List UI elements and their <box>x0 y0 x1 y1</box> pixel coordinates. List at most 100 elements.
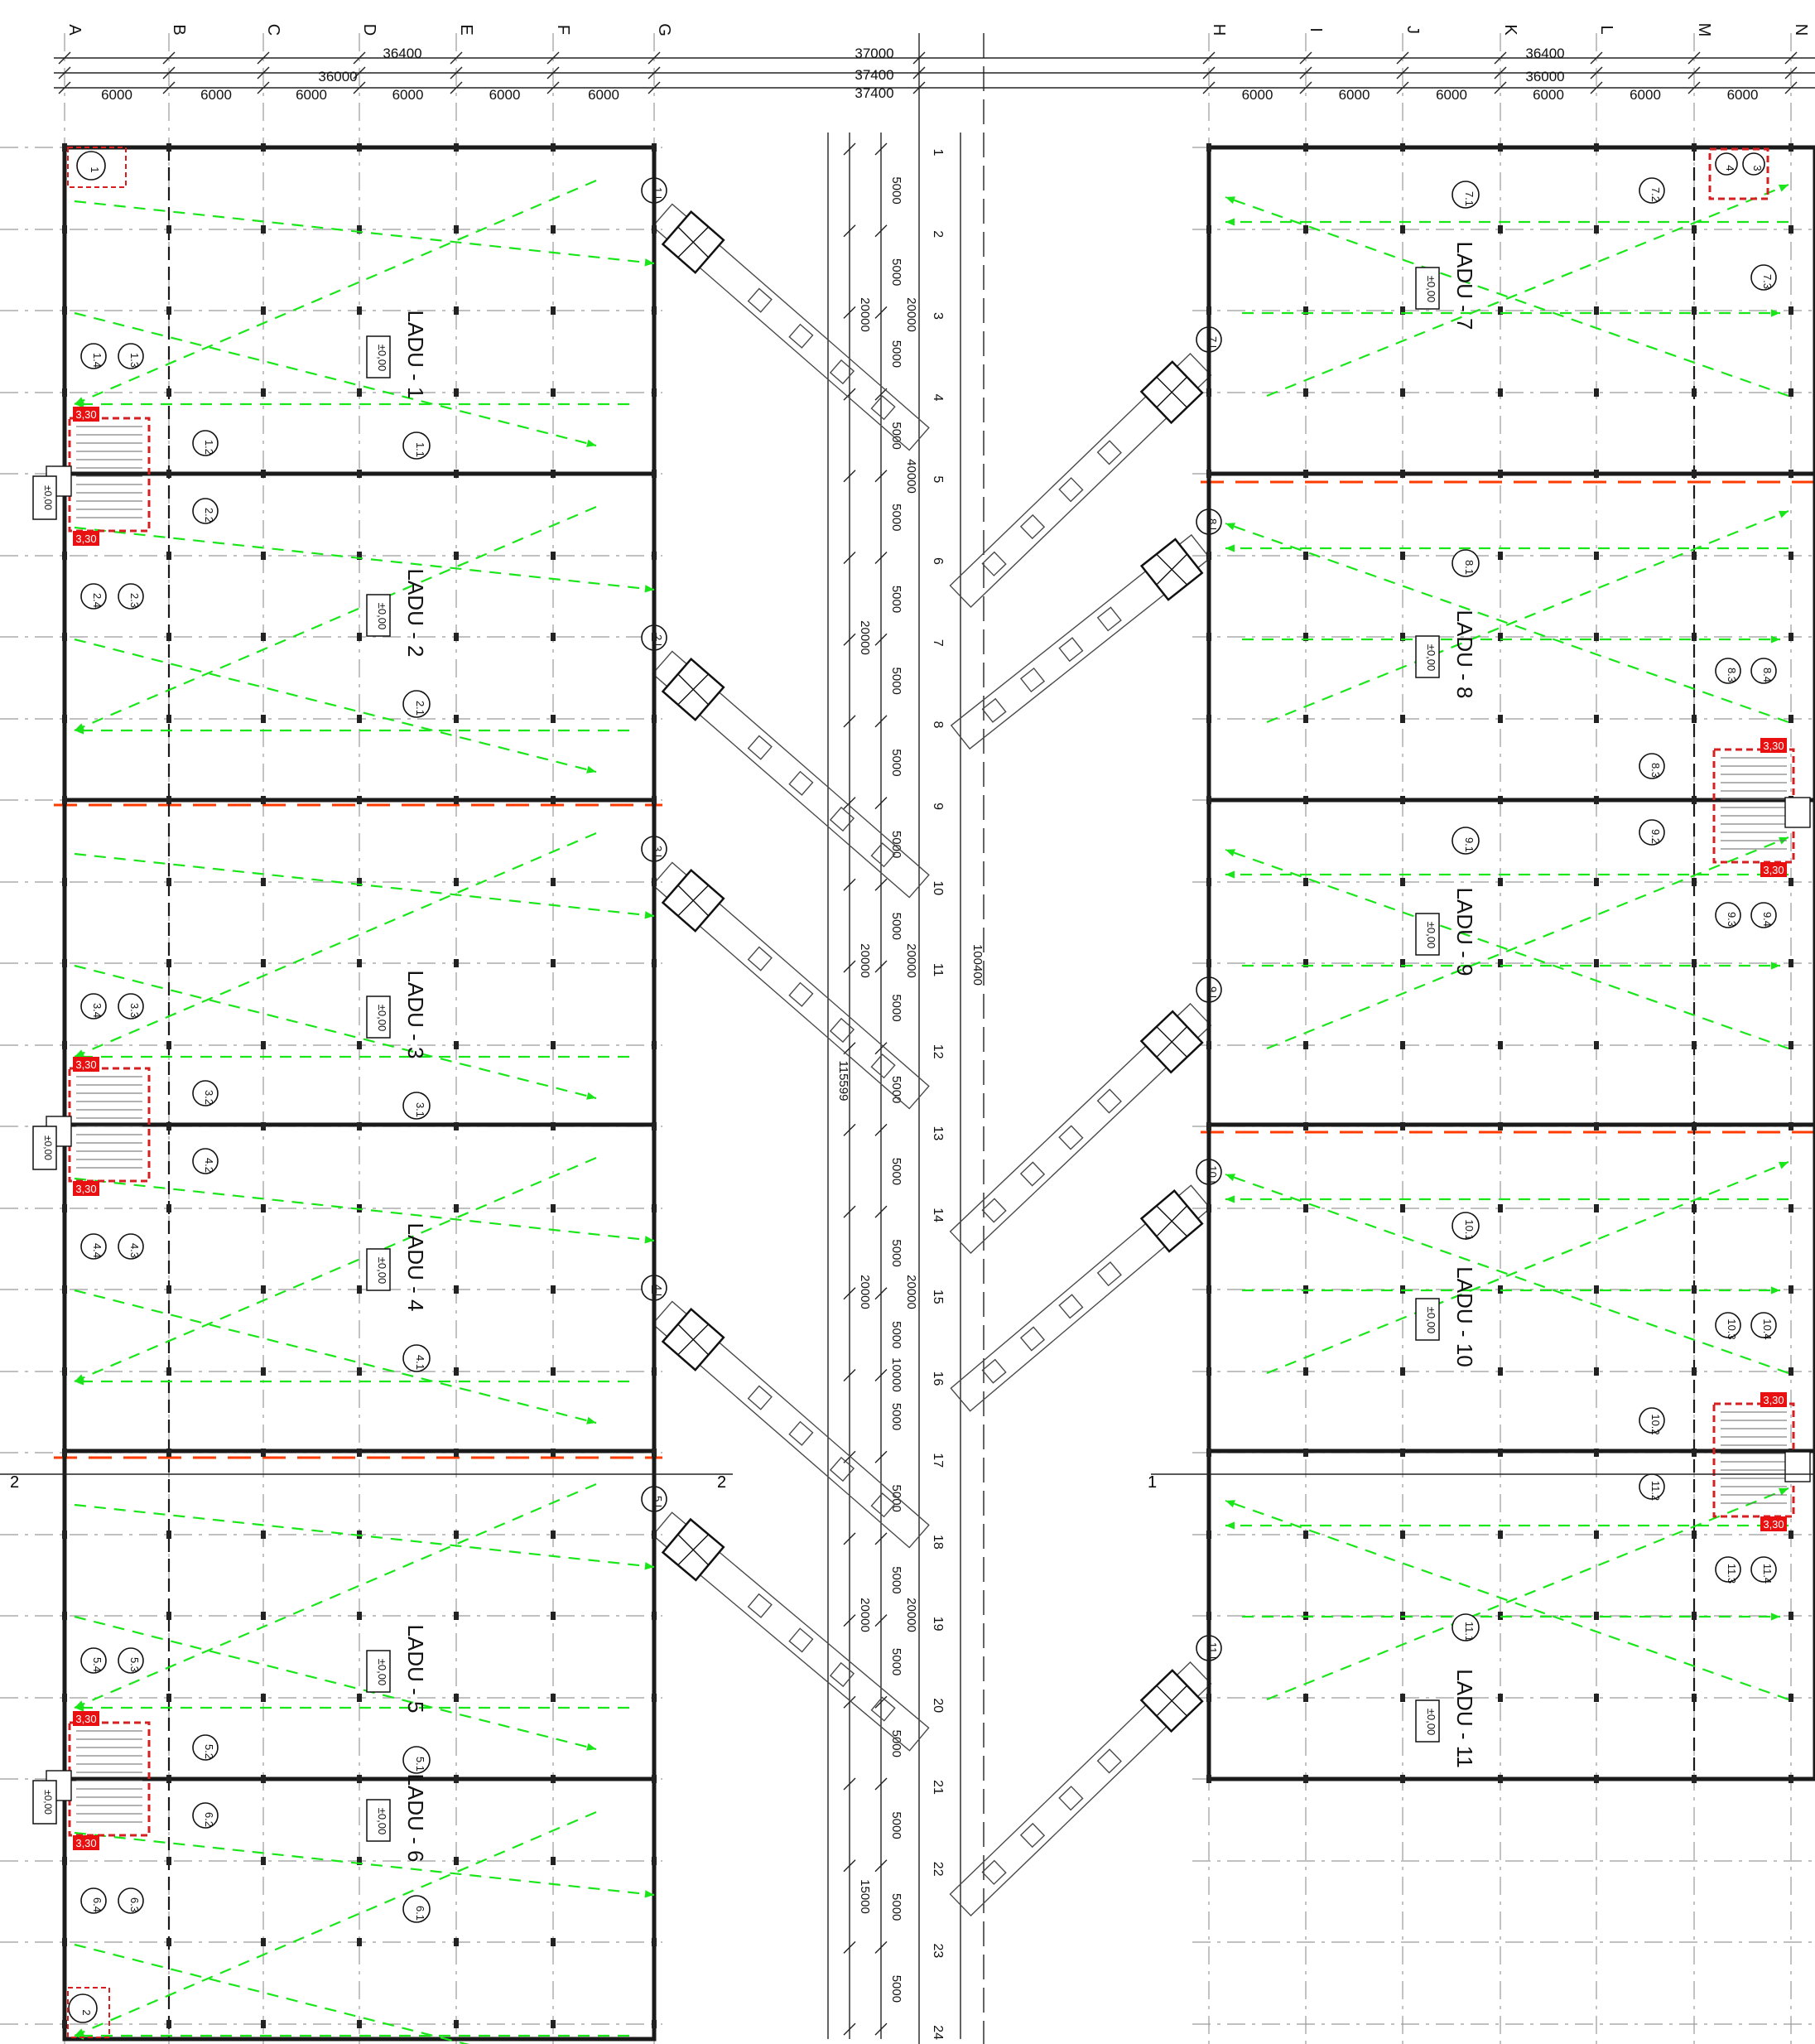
column <box>62 1531 67 1539</box>
column <box>652 1938 657 1946</box>
dock-cross <box>677 226 709 258</box>
dim-tick <box>874 1369 888 1381</box>
column <box>1400 225 1405 234</box>
zone-level: ±0,00 <box>366 995 391 1039</box>
grid-letter-d: D <box>360 24 378 36</box>
column <box>166 1204 171 1212</box>
tag-label: 5.1 <box>414 1757 426 1772</box>
column <box>1498 1122 1503 1130</box>
tag-label: 9.4 <box>1761 912 1774 927</box>
loading-dock: 1.L <box>641 177 930 451</box>
evac-arrow <box>75 726 629 735</box>
evac-line <box>1266 1487 1789 1701</box>
dim-tick <box>257 81 270 94</box>
column <box>166 796 171 804</box>
column <box>1789 1775 1793 1783</box>
dim-tick <box>843 552 856 564</box>
tag-circle <box>118 993 144 1020</box>
dim-block-7: 20000 <box>904 1275 918 1309</box>
column <box>652 1531 657 1539</box>
column <box>62 1285 67 1294</box>
zone-level-frame <box>1415 1298 1440 1341</box>
zone-tag: 7.1 <box>1452 181 1480 209</box>
column <box>261 1122 266 1130</box>
zone-level-frame <box>1415 1699 1440 1743</box>
column <box>652 143 657 152</box>
column <box>1594 715 1599 723</box>
dim-tick <box>874 878 888 891</box>
dim-step: 5000 <box>889 994 903 1021</box>
evac-line <box>74 1289 597 1425</box>
evac-arrowhead <box>1770 635 1780 644</box>
column <box>1400 715 1405 723</box>
evac-arrowhead <box>1225 544 1235 552</box>
tag-circle <box>1742 152 1765 176</box>
tag-label: 4.2 <box>203 1158 215 1173</box>
dim-tick <box>843 2022 856 2036</box>
evac-arrowhead <box>644 1562 654 1570</box>
dim-block-3: 20000 <box>858 620 872 655</box>
column <box>1594 1204 1599 1212</box>
column <box>357 1857 362 1865</box>
truck-outline <box>747 946 773 971</box>
row-number: 3 <box>931 312 945 320</box>
column <box>261 552 266 560</box>
column <box>551 552 556 560</box>
row-number: 7 <box>931 639 945 647</box>
row-number: 20 <box>931 1698 945 1713</box>
dim-tick <box>843 142 856 156</box>
zone-name: LADU - 1 <box>403 311 428 399</box>
stair-tag: 6.3 <box>118 1887 144 1914</box>
evac-line <box>1225 1173 1789 1375</box>
dim-tick <box>1494 66 1507 80</box>
row-number: 15 <box>931 1290 945 1304</box>
column <box>1498 470 1503 478</box>
column <box>652 1041 657 1049</box>
column <box>357 1367 362 1376</box>
column <box>652 1204 657 1212</box>
column <box>357 225 362 234</box>
evac-arrow <box>1242 1613 1780 1621</box>
column <box>1303 1122 1308 1130</box>
column <box>1303 225 1308 234</box>
zone-level-text: ±0,00 <box>376 1808 388 1834</box>
tag-label: 6.2 <box>203 1812 215 1827</box>
row-number: 18 <box>931 1535 945 1550</box>
evac-arrow <box>74 832 597 1058</box>
column <box>357 1612 362 1620</box>
level-badge-bg <box>73 1835 99 1850</box>
evac-line <box>74 179 597 406</box>
column <box>652 225 657 234</box>
column <box>261 2020 266 2028</box>
evac-arrow <box>1242 1286 1780 1294</box>
column <box>1498 1367 1503 1376</box>
dim-tick <box>843 1123 856 1136</box>
column <box>1303 552 1308 560</box>
ramp-body <box>652 650 930 899</box>
column <box>1206 1612 1211 1620</box>
evac-line <box>1225 522 1789 724</box>
zone-level-frame <box>1415 635 1440 678</box>
column <box>261 143 266 152</box>
dim-tick <box>843 1777 856 1791</box>
dim-step: 5000 <box>889 504 903 531</box>
dock-cross <box>1156 1026 1187 1058</box>
column <box>62 1041 67 1049</box>
column <box>357 715 362 723</box>
column <box>357 306 362 315</box>
truck-outline <box>829 1661 855 1688</box>
stair-tag: 1.2 <box>192 430 219 456</box>
dim-tick <box>1687 66 1701 80</box>
column <box>551 1367 556 1376</box>
zone-label: LADU - 7±0,007.1 <box>1415 181 1480 330</box>
evac-arrowhead <box>1225 1195 1235 1203</box>
column <box>454 1367 459 1376</box>
tag-circle <box>1715 1556 1741 1583</box>
column <box>652 552 657 560</box>
row-number: 14 <box>931 1208 945 1222</box>
tag-label: 9.3 <box>1726 912 1738 927</box>
tag-label: 1.1 <box>414 442 426 457</box>
tag-circle <box>118 1887 144 1914</box>
dock-cross <box>677 673 709 705</box>
tag-label: 6.1 <box>414 1906 426 1921</box>
